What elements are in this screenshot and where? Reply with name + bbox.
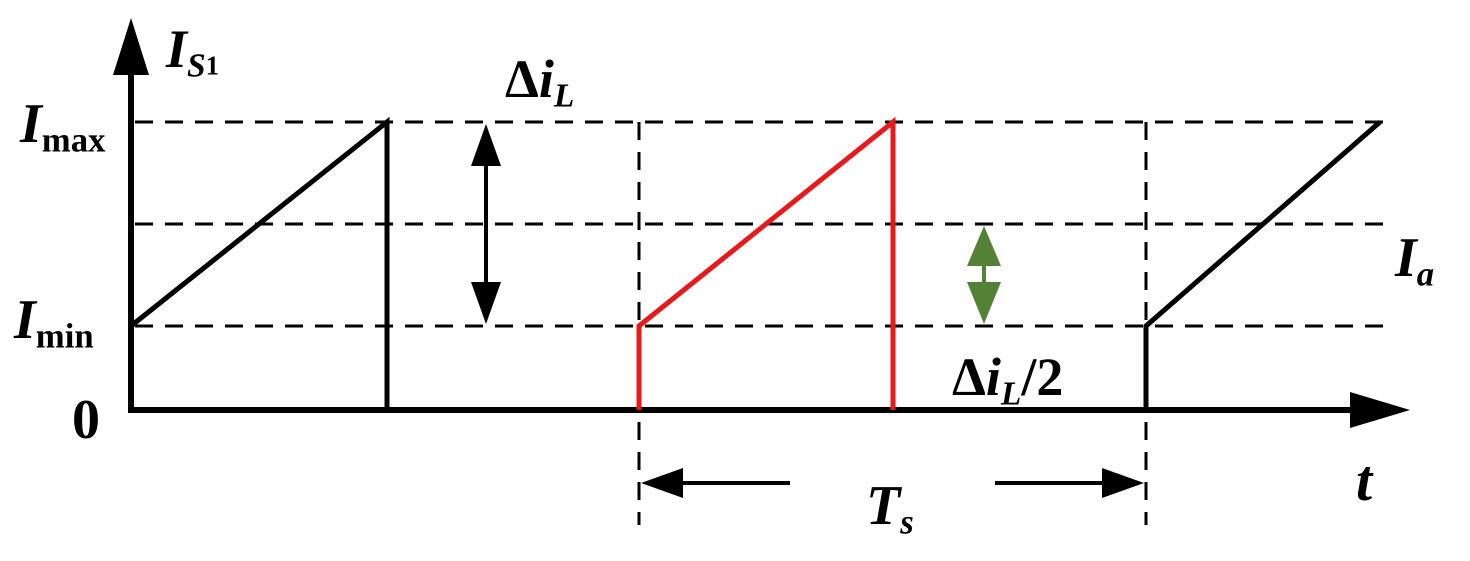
half-ripple-arrow-down [967, 282, 1001, 324]
imin-label: Imin [14, 292, 94, 354]
y-axis-arrowhead [113, 18, 149, 75]
half-ripple-arrow-up [967, 226, 1001, 266]
delta-il-arrow-up [471, 124, 501, 166]
ts-right-arrowhead [1102, 468, 1144, 498]
imax-label-sub: max [41, 120, 106, 160]
imin-label-sub: min [35, 316, 94, 356]
delta-il-half-delta: Δ [952, 347, 986, 407]
x-axis-arrowhead [1350, 392, 1410, 428]
delta-il-i: i [538, 49, 554, 109]
waveform-highlight-period [636, 116, 896, 410]
delta-il-delta: Δ [505, 49, 539, 109]
delta-il-sub: L [553, 77, 575, 115]
delta-il-arrow-down [471, 282, 501, 324]
t-axis-label: t [1356, 448, 1373, 513]
dashed-guides [135, 120, 1385, 525]
waveform-third-period [1143, 120, 1382, 410]
ts-left-arrowhead [641, 468, 683, 498]
waveform-black [129, 116, 1382, 410]
delta-il-half-tail: /2 [1021, 347, 1064, 407]
zero-label: 0 [72, 389, 100, 451]
delta-il-label: ΔiL [505, 52, 574, 113]
ia-label: Ia [1395, 230, 1434, 292]
imin-label-main: I [14, 289, 36, 351]
y-axis-label-subnum: 1 [205, 50, 220, 81]
delta-il-half-label: ΔiL/2 [952, 350, 1063, 411]
axes [113, 18, 1410, 428]
delta-il-half-i: i [985, 347, 1001, 407]
half-ripple-arrow [967, 226, 1001, 324]
y-axis-label: IS1 [166, 22, 219, 83]
y-axis-label-sub: S [187, 47, 206, 85]
ts-label: Ts [866, 478, 914, 540]
ts-label-sub: s [900, 502, 914, 542]
y-axis-label-main: I [166, 19, 188, 79]
ts-label-main: T [866, 475, 901, 537]
imax-label-main: I [20, 93, 42, 155]
ia-label-sub: a [1416, 254, 1435, 294]
ts-arrows [641, 468, 1144, 498]
delta-il-arrow [471, 124, 501, 324]
delta-il-half-sub: L [1000, 375, 1022, 413]
ia-label-main: I [1395, 227, 1417, 289]
waveform-first-period [129, 116, 390, 410]
imax-label: Imax [20, 96, 105, 158]
